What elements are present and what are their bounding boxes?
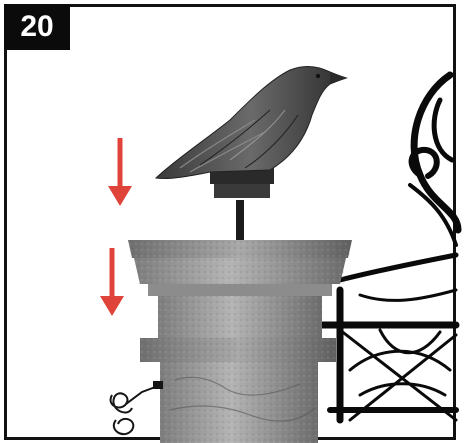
power-cable bbox=[111, 382, 162, 434]
down-arrow-icon bbox=[108, 138, 132, 206]
step-number-badge: 20 bbox=[4, 4, 70, 50]
stone-pedestal bbox=[128, 240, 352, 443]
mounting-post bbox=[236, 200, 244, 240]
raven-base-plate bbox=[210, 168, 274, 198]
raven-statue bbox=[156, 66, 348, 178]
down-arrow-icon bbox=[100, 248, 124, 316]
